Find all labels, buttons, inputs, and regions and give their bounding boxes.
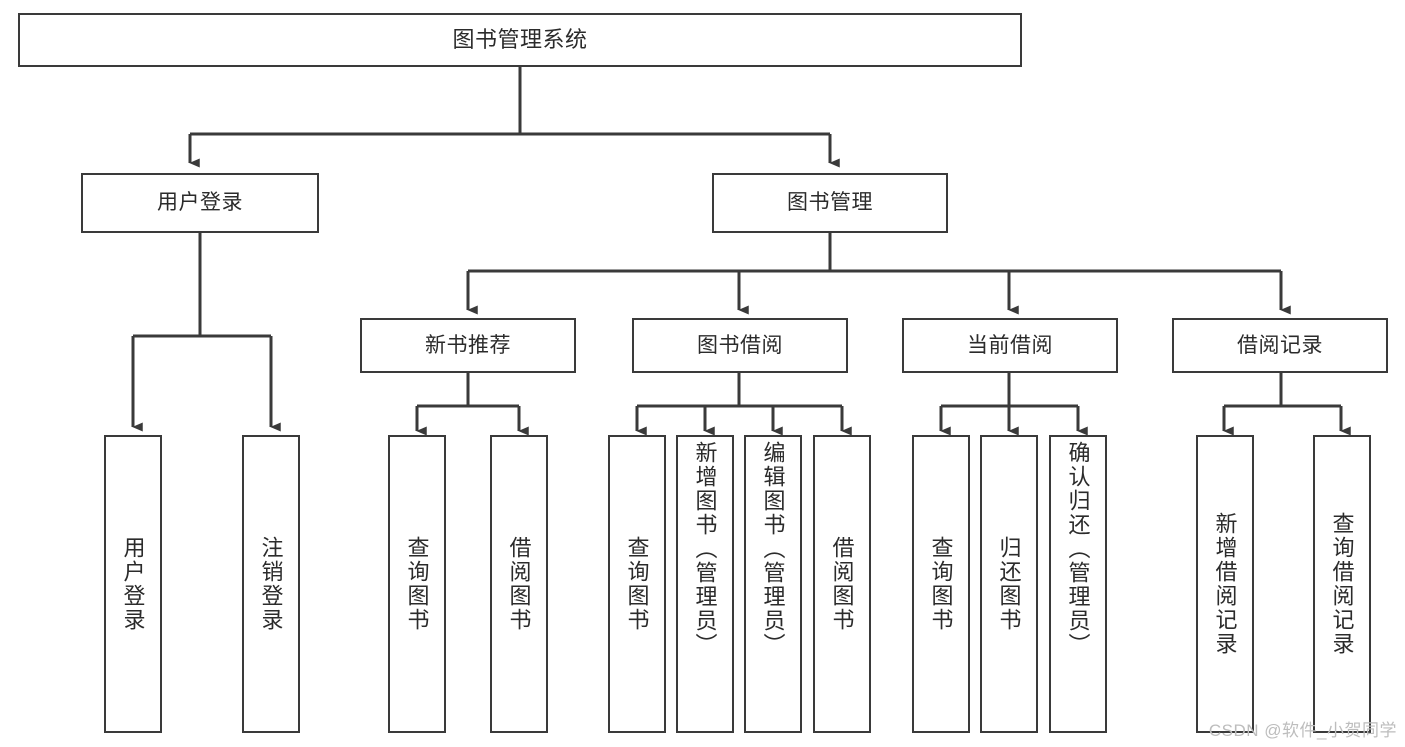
node-label: 确认归还（管理员） bbox=[1065, 441, 1091, 657]
node-root-book-management-system[interactable]: 图书管理系统 bbox=[18, 13, 1022, 67]
leaf-confirm-return-admin[interactable]: 确认归还（管理员） bbox=[1049, 435, 1107, 733]
leaf-query-borrow-record[interactable]: 查询借阅记录 bbox=[1313, 435, 1371, 733]
node-label: 当前借阅 bbox=[967, 333, 1053, 357]
leaf-query-book-borrow[interactable]: 查询图书 bbox=[608, 435, 666, 733]
node-label: 用户登录 bbox=[120, 536, 146, 632]
node-label: 新书推荐 bbox=[425, 333, 511, 357]
node-label: 借阅记录 bbox=[1237, 333, 1323, 357]
node-label: 编辑图书（管理员） bbox=[760, 441, 786, 657]
node-book-borrow[interactable]: 图书借阅 bbox=[632, 318, 848, 373]
node-new-book-recommend[interactable]: 新书推荐 bbox=[360, 318, 576, 373]
leaf-add-borrow-record[interactable]: 新增借阅记录 bbox=[1196, 435, 1254, 733]
node-label: 查询图书 bbox=[928, 536, 954, 632]
node-label: 归还图书 bbox=[996, 536, 1022, 632]
node-label: 图书管理系统 bbox=[452, 27, 588, 53]
leaf-query-book-recommend[interactable]: 查询图书 bbox=[388, 435, 446, 733]
watermark-text: CSDN @软件_小贺同学 bbox=[1208, 721, 1397, 740]
node-label: 借阅图书 bbox=[829, 536, 855, 632]
leaf-borrow-book-recommend[interactable]: 借阅图书 bbox=[490, 435, 548, 733]
node-current-borrow[interactable]: 当前借阅 bbox=[902, 318, 1118, 373]
node-label: 查询借阅记录 bbox=[1329, 512, 1355, 656]
node-label: 图书借阅 bbox=[697, 333, 783, 357]
node-label: 借阅图书 bbox=[506, 536, 532, 632]
leaf-add-book-admin[interactable]: 新增图书（管理员） bbox=[676, 435, 734, 733]
node-label: 查询图书 bbox=[404, 536, 430, 632]
leaf-user-login[interactable]: 用户登录 bbox=[104, 435, 162, 733]
leaf-borrow-book-borrow[interactable]: 借阅图书 bbox=[813, 435, 871, 733]
leaf-edit-book-admin[interactable]: 编辑图书（管理员） bbox=[744, 435, 802, 733]
node-label: 查询图书 bbox=[624, 536, 650, 632]
leaf-query-book-current[interactable]: 查询图书 bbox=[912, 435, 970, 733]
node-label: 注销登录 bbox=[258, 536, 284, 632]
node-borrow-record[interactable]: 借阅记录 bbox=[1172, 318, 1388, 373]
node-label: 用户登录 bbox=[157, 191, 243, 215]
leaf-logout-login[interactable]: 注销登录 bbox=[242, 435, 300, 733]
node-label: 新增图书（管理员） bbox=[692, 441, 718, 657]
node-label: 新增借阅记录 bbox=[1212, 512, 1238, 656]
node-book-management[interactable]: 图书管理 bbox=[712, 173, 948, 233]
node-user-login[interactable]: 用户登录 bbox=[81, 173, 319, 233]
node-label: 图书管理 bbox=[787, 191, 873, 215]
leaf-return-book[interactable]: 归还图书 bbox=[980, 435, 1038, 733]
